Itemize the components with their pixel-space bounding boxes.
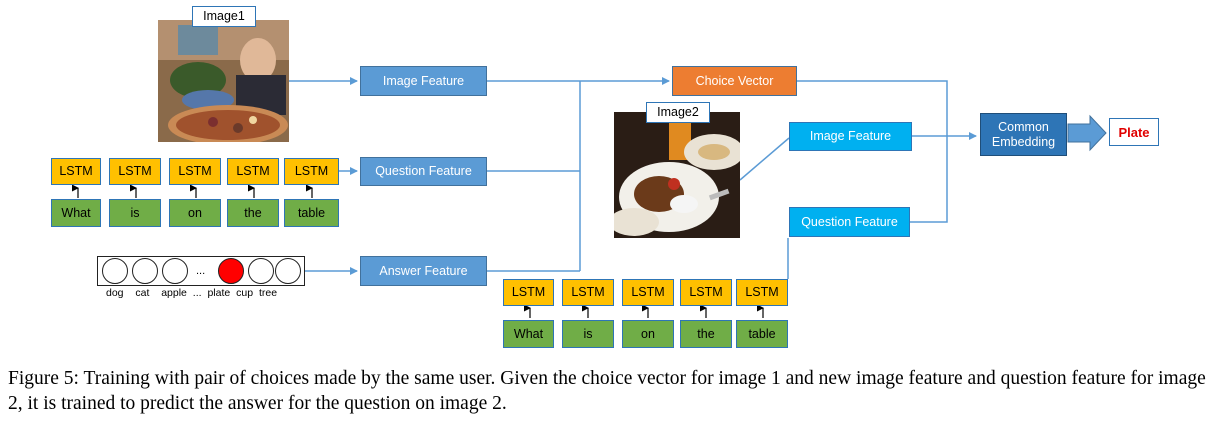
edge-question2-embed <box>910 137 948 223</box>
word-1-1: What <box>51 199 101 227</box>
image-feature-2: Image Feature <box>789 122 912 151</box>
vocab-circle-apple <box>162 258 188 284</box>
output-answer: Plate <box>1109 118 1159 146</box>
embed-to-output-arrow <box>1067 114 1107 152</box>
word-1-4: the <box>227 199 279 227</box>
answer-vector: ... <box>97 256 305 286</box>
lstm-cell-1-3: LSTM <box>169 158 221 185</box>
lstm-cell-2-1: LSTM <box>503 279 554 306</box>
image2-label: Image2 <box>646 102 710 123</box>
word-1-2: is <box>109 199 161 227</box>
question-feature-2: Question Feature <box>789 207 910 237</box>
word-2-4: the <box>680 320 732 348</box>
vocab-circle-tree <box>275 258 301 284</box>
image1-photo <box>158 20 289 142</box>
lstm-cell-1-4: LSTM <box>227 158 279 185</box>
answer-feature: Answer Feature <box>360 256 487 286</box>
connector-lines <box>72 77 1107 318</box>
common-embedding-label: Common Embedding <box>991 119 1056 149</box>
image1-label: Image1 <box>192 6 256 27</box>
lstm-cell-2-3: LSTM <box>622 279 674 306</box>
choice-vector: Choice Vector <box>672 66 797 96</box>
question-feature-1: Question Feature <box>360 157 487 186</box>
common-embedding: Common Embedding <box>980 113 1067 156</box>
word-2-5: table <box>736 320 788 348</box>
image2-photo <box>614 112 740 238</box>
edge-choice-embed <box>797 80 948 137</box>
lstm-cell-2-5: LSTM <box>736 279 788 306</box>
word-2-3: on <box>622 320 674 348</box>
word-to-lstm-arrows-1 <box>72 184 313 198</box>
word-2-2: is <box>562 320 614 348</box>
vocab-circle-plate <box>218 258 244 284</box>
lstm-cell-2-2: LSTM <box>562 279 614 306</box>
edge-image2-feature <box>739 137 790 181</box>
word-to-lstm-arrows-2 <box>524 304 764 318</box>
lstm-cell-1-5: LSTM <box>284 158 339 185</box>
vocab-circle-cup <box>248 258 274 284</box>
word-2-1: What <box>503 320 554 348</box>
word-1-5: table <box>284 199 339 227</box>
vocab-circle-dog <box>102 258 128 284</box>
word-1-3: on <box>169 199 221 227</box>
figure-caption: Figure 5: Training with pair of choices … <box>8 368 1206 414</box>
vocab-circle-cat <box>132 258 158 284</box>
lstm-cell-2-4: LSTM <box>680 279 732 306</box>
vocab-labels: dog cat apple ... plate cup tree <box>106 287 278 299</box>
image-feature-1: Image Feature <box>360 66 487 96</box>
lstm-cell-1-1: LSTM <box>51 158 101 185</box>
vocab-ellipsis: ... <box>196 265 206 277</box>
lstm-cell-1-2: LSTM <box>109 158 161 185</box>
